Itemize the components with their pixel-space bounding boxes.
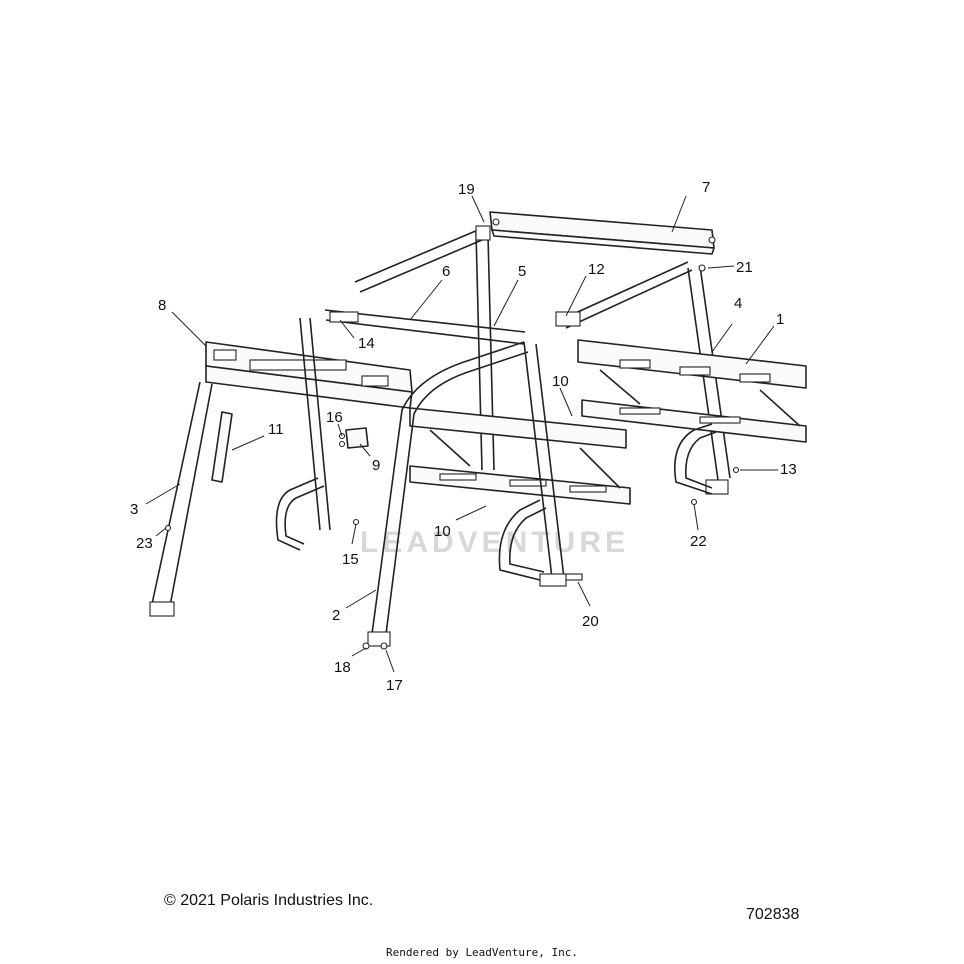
callout-6: 6 [442,263,450,280]
leader-lines [145,195,778,673]
callout-3: 3 [130,501,138,518]
callout-10-lower: 10 [434,523,451,540]
bracket-11 [211,411,233,483]
main-hoop [367,341,567,647]
callout-13: 13 [780,461,797,478]
right-grab-handle [674,423,717,495]
center-side-rail [409,407,631,505]
callout-7: 7 [702,179,710,196]
callout-14: 14 [358,335,375,352]
left-grab-handle [275,477,325,551]
callout-18: 18 [334,659,351,676]
callout-5: 5 [518,263,526,280]
callout-11: 11 [268,421,284,438]
center-grab-handle [498,499,547,581]
callout-21: 21 [736,259,753,276]
callout-19: 19 [458,181,475,198]
callout-15: 15 [342,551,359,568]
callout-10-upper: 10 [552,373,569,390]
callout-1: 1 [776,311,784,328]
callout-12: 12 [588,261,605,278]
watermark: LEADVENTURE [360,526,629,559]
callout-16: 16 [326,409,343,426]
rear-upper-bar [489,211,716,255]
callouts: 19 7 21 12 6 5 8 14 4 1 10 16 11 9 13 3 … [130,179,797,694]
callout-8: 8 [158,297,166,314]
right-side-rail [577,339,807,443]
callout-22: 22 [690,533,707,550]
copyright-notice: © 2021 Polaris Industries Inc. [164,892,374,909]
callout-9: 9 [372,457,380,474]
drawing-number: 702838 [746,906,800,923]
callout-4: 4 [734,295,742,312]
callout-2: 2 [332,607,340,624]
hardware [164,225,740,650]
callout-17: 17 [386,677,403,694]
front-left-post [149,317,331,617]
callout-20: 20 [582,613,599,630]
front-roof-panel [205,341,413,409]
callout-23: 23 [136,535,153,552]
rendered-by-credit: Rendered by LeadVenture, Inc. [385,946,579,959]
